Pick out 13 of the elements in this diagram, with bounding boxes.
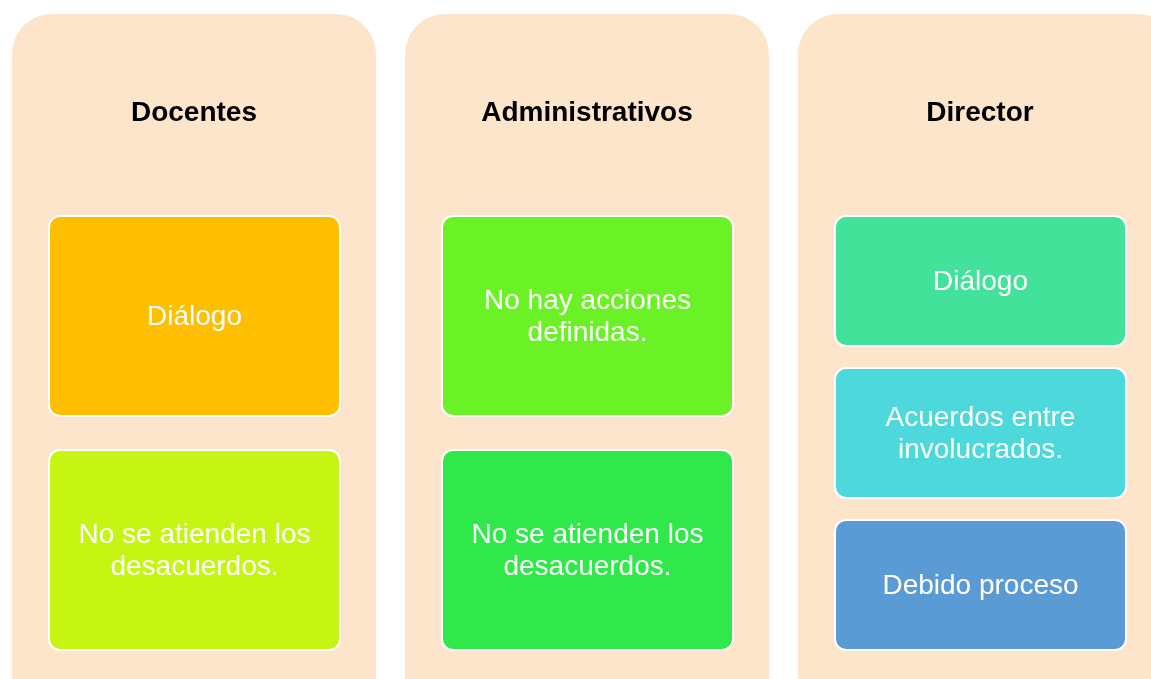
column-panel: [12, 14, 376, 679]
column-heading: Director: [925, 95, 1035, 129]
column-heading: Docentes: [129, 95, 258, 129]
column-heading: Administrativos: [480, 95, 694, 129]
column-panel: [405, 14, 769, 679]
item-box: Diálogo: [48, 215, 341, 417]
item-box: No hay acciones definidas.: [441, 215, 734, 417]
item-box: No se atienden los desacuerdos.: [48, 449, 341, 651]
item-box: No se atienden los desacuerdos.: [441, 449, 734, 651]
item-box: Acuerdos entre involucrados.: [834, 367, 1127, 499]
item-box: Diálogo: [834, 215, 1127, 347]
item-box: Debido proceso: [834, 519, 1127, 651]
column-panel: [798, 14, 1151, 679]
